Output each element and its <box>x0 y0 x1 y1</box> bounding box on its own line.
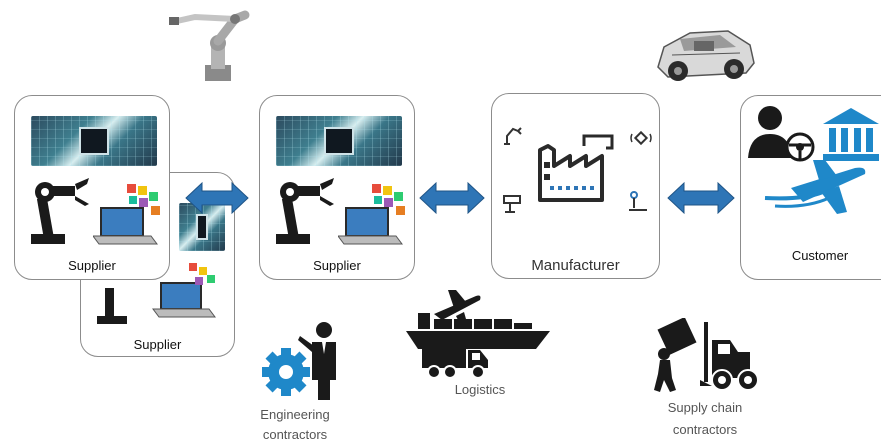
laptop-apps-icon <box>93 184 160 245</box>
customer-box[interactable]: Customer <box>740 95 881 280</box>
engineering-label-line1: Engineering <box>260 407 330 422</box>
sensor-icon <box>630 130 652 146</box>
supply-chain-label-line1: Supply chain <box>667 400 743 415</box>
car-chassis-photo <box>657 30 755 81</box>
robot-arm-small-icon <box>504 127 522 145</box>
supplier-back-label: Supplier <box>133 337 182 352</box>
airplane-icon <box>764 160 866 214</box>
truck-icon <box>422 344 488 379</box>
supply-chain-label-line2: contractors <box>672 422 738 437</box>
supplier-box-middle[interactable]: Supplier <box>259 95 415 280</box>
robot-gripper-icon <box>276 178 334 244</box>
customer-label: Customer <box>791 248 849 263</box>
forklift-icon <box>654 318 759 392</box>
manufacturer-box[interactable]: Manufacturer <box>491 93 660 279</box>
logistics-label: Logistics <box>454 382 506 397</box>
engineering-label-line2: contractors <box>262 427 328 442</box>
laptop-apps-icon <box>152 263 216 318</box>
factory-icon <box>538 134 614 202</box>
valve-icon <box>503 195 521 213</box>
double-arrow <box>185 181 249 215</box>
robot-arm-photo <box>169 10 250 81</box>
customer-avatar-icon <box>748 106 792 158</box>
manufacturer-label: Manufacturer <box>531 257 620 274</box>
airplane-small-icon <box>434 290 481 328</box>
laptop-apps-icon <box>338 184 405 245</box>
circuit-board <box>31 116 157 166</box>
circuit-board <box>276 116 402 166</box>
double-arrow <box>667 181 735 215</box>
supplier-box-front[interactable]: Supplier <box>14 95 170 280</box>
bank-icon <box>823 108 879 161</box>
steering-wheel-icon <box>785 132 815 162</box>
robot-gripper-icon <box>97 288 127 324</box>
engineer-gear-icon <box>262 322 336 400</box>
robot-gripper-icon <box>31 178 89 244</box>
lever-icon <box>629 191 647 211</box>
supplier-middle-label: Supplier <box>313 258 361 273</box>
supplier-front-label: Supplier <box>68 258 116 273</box>
double-arrow <box>419 181 485 215</box>
